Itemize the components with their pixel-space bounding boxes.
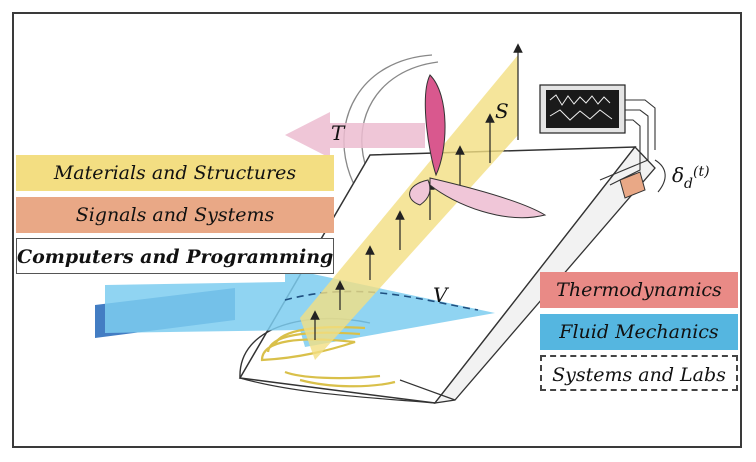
lift-plane [300,55,518,360]
flow-arrow [105,268,495,347]
control-surface [619,171,646,199]
airfoil-sections [260,326,396,388]
computers-and-programming-label: Computers and Programming [16,238,334,274]
materials-and-structures-label: Materials and Structures [16,155,334,191]
fluid-mechanics-label: Fluid Mechanics [540,314,738,350]
deflection-arc [654,159,666,193]
propeller [409,74,547,219]
signal-wires [599,99,656,186]
lift-label: S [495,99,509,123]
oscilloscope-display [539,84,626,134]
thrust-arrow [285,112,425,158]
thrust-label: T [331,121,346,145]
signals-and-systems-label: Signals and Systems [16,197,334,233]
streamline [284,290,479,311]
lift-arrows [310,43,523,340]
velocity-label: V [433,283,450,307]
deflection-label: δd(t) [672,163,710,192]
thermodynamics-label: Thermodynamics [540,272,738,308]
systems-and-labs-label: Systems and Labs [540,355,738,391]
